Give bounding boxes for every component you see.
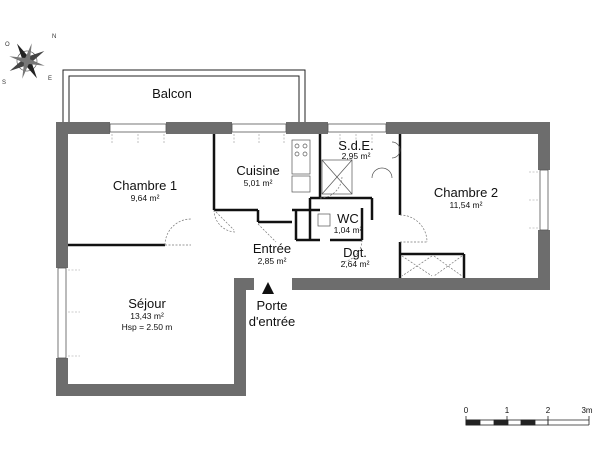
compass-rose-icon bbox=[9, 43, 45, 79]
scale-bar bbox=[465, 416, 590, 426]
window-swings bbox=[68, 134, 538, 357]
room-label-sde: S.d.E. bbox=[338, 138, 374, 153]
room-area-sde: 2,95 m² bbox=[341, 151, 371, 161]
entrance-arrow-icon bbox=[262, 282, 274, 294]
kitchen-fixtures bbox=[291, 139, 311, 193]
room-label-sejour: Séjour bbox=[128, 296, 166, 311]
exterior-walls bbox=[56, 122, 550, 396]
entrance-label-line2: d'entrée bbox=[248, 314, 296, 329]
windows bbox=[57, 123, 549, 359]
room-label-dgt: Dgt. bbox=[343, 245, 367, 260]
interior-walls bbox=[68, 134, 466, 278]
room-area-entree: 2,85 m² bbox=[257, 256, 287, 266]
scale-label-3m: 3m bbox=[581, 406, 593, 415]
room-label-chambre1: Chambre 1 bbox=[112, 178, 178, 193]
balcony-outline bbox=[62, 69, 306, 124]
room-area-chambre2: 11,54 m² bbox=[449, 200, 483, 210]
scale-label-1: 1 bbox=[504, 406, 510, 415]
scale-label-0: 0 bbox=[463, 406, 469, 415]
room-area-cuisine: 5,01 m² bbox=[243, 178, 273, 188]
room-height-sejour: Hsp = 2.50 m bbox=[121, 322, 173, 332]
room-area-wc: 1,04 m² bbox=[333, 225, 363, 235]
compass-north-label: N bbox=[52, 34, 57, 40]
bathroom-fixtures bbox=[317, 141, 401, 227]
room-label-wc: WC bbox=[337, 211, 359, 226]
room-label-chambre2: Chambre 2 bbox=[433, 185, 499, 200]
room-label-balcon: Balcon bbox=[152, 86, 192, 101]
compass-east-label: E bbox=[48, 76, 53, 82]
compass-west-label: O bbox=[5, 42, 10, 48]
room-label-cuisine: Cuisine bbox=[236, 163, 280, 178]
room-area-dgt: 2,64 m² bbox=[340, 259, 370, 269]
room-label-entree: Entrée bbox=[252, 241, 292, 256]
scale-label-2: 2 bbox=[545, 406, 551, 415]
compass-south-label: S bbox=[2, 80, 7, 86]
door-swings bbox=[164, 175, 463, 277]
entrance-label-line1: Porte bbox=[256, 298, 288, 313]
room-area-sejour: 13,43 m² bbox=[130, 311, 164, 321]
room-area-chambre1: 9,64 m² bbox=[130, 193, 160, 203]
